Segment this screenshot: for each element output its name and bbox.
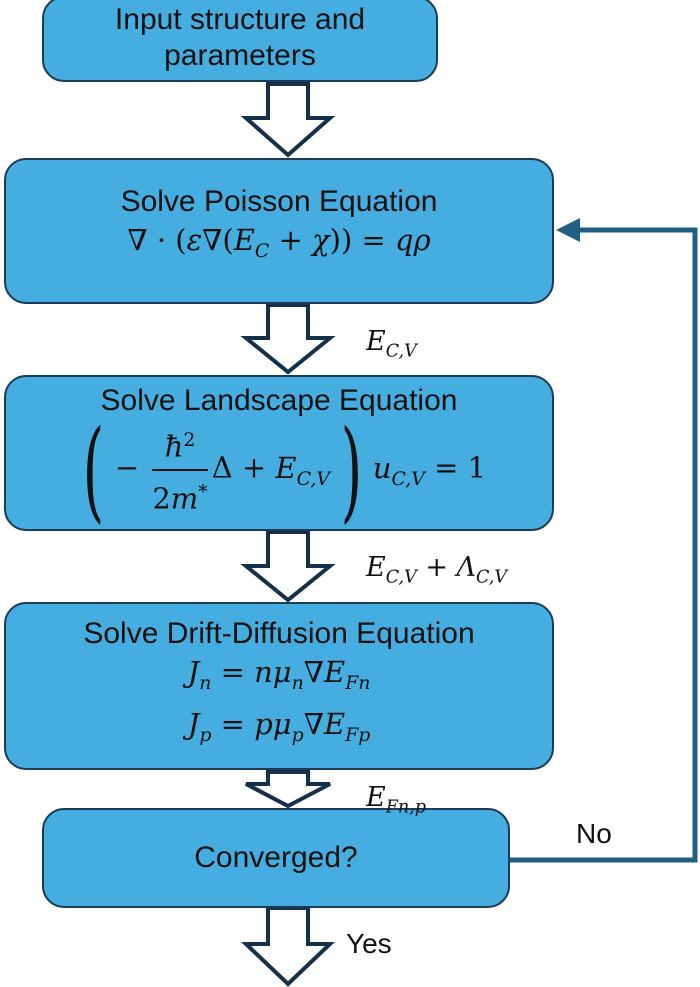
down-arrow-1	[240, 82, 336, 158]
poisson-title: Solve Poisson Equation	[120, 185, 438, 218]
poisson-equation: ∇ · (ε∇(EC + χ)) = qρ	[127, 223, 431, 262]
label-yes: Yes	[346, 928, 392, 959]
drift-equation-p: Jp = pμp∇EFp	[187, 706, 371, 746]
feedback-arrowhead	[556, 218, 580, 242]
label-efnp: EFn,p	[366, 782, 426, 818]
drift-title: Solve Drift-Diffusion Equation	[83, 617, 475, 650]
landscape-title: Solve Landscape Equation	[100, 384, 458, 417]
drift-equation-n: Jn = nμn∇EFn	[187, 655, 371, 694]
converged-box: Converged?	[42, 808, 510, 908]
feedback-loop-line	[510, 227, 698, 863]
label-no: No	[576, 818, 612, 849]
down-arrow-4	[245, 770, 331, 809]
input-box: Input structure and parameters	[42, 0, 438, 82]
converged-title: Converged?	[194, 841, 358, 874]
down-arrow-5	[241, 906, 335, 987]
label-ecv: EC,V	[366, 326, 417, 362]
down-arrow-2	[240, 303, 336, 375]
input-title: Input structure and parameters	[114, 3, 366, 72]
down-arrow-3	[240, 530, 336, 603]
label-ecv-lambda: EC,V + ΛC,V	[366, 552, 508, 588]
drift-diffusion-box: Solve Drift-Diffusion Equation Jn = nμn∇…	[4, 602, 554, 770]
poisson-box: Solve Poisson Equation ∇ · (ε∇(EC + χ)) …	[4, 158, 554, 304]
